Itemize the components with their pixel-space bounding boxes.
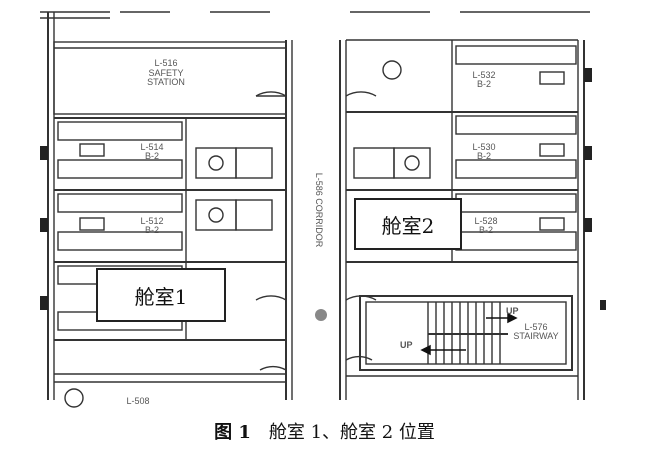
stairway-label-1: L-576 bbox=[524, 322, 547, 332]
room-l532-label: L-532 bbox=[472, 70, 495, 80]
stairway-label-2: STAIRWAY bbox=[513, 331, 558, 341]
corridor-label: L-586 CORRIDOR bbox=[314, 173, 324, 248]
figure-number: 图 1 bbox=[214, 422, 251, 443]
corridor-marker bbox=[315, 309, 327, 321]
safety-station-label-3: STATION bbox=[147, 77, 185, 87]
room-l532-type: B-2 bbox=[477, 79, 491, 89]
cabin-2-callout: 舱室2 bbox=[354, 198, 462, 250]
cabin-1-callout: 舱室1 bbox=[96, 268, 226, 322]
room-l528-type: B-2 bbox=[479, 225, 493, 235]
stair-up-label-lower: UP bbox=[400, 340, 413, 350]
room-l512-type: B-2 bbox=[145, 225, 159, 235]
safety-station-label-1: L-516 bbox=[154, 58, 177, 68]
room-l514-label: L-514 bbox=[140, 142, 163, 152]
stair-up-label-upper: UP bbox=[506, 306, 519, 316]
figure-caption: 图 1 舱室 1、舱室 2 位置 bbox=[0, 418, 649, 444]
room-l508-label: L-508 bbox=[126, 396, 149, 406]
room-l530-type: B-2 bbox=[477, 151, 491, 161]
room-l514-type: B-2 bbox=[145, 151, 159, 161]
room-l528-label: L-528 bbox=[474, 216, 497, 226]
room-l530-label: L-530 bbox=[472, 142, 495, 152]
figure-caption-text: 舱室 1、舱室 2 位置 bbox=[268, 422, 435, 443]
deck-floor-plan: L-516 SAFETY STATION L-514 B-2 L-512 B-2… bbox=[40, 11, 606, 408]
room-l512-label: L-512 bbox=[140, 216, 163, 226]
safety-station-label-2: SAFETY bbox=[148, 68, 183, 78]
